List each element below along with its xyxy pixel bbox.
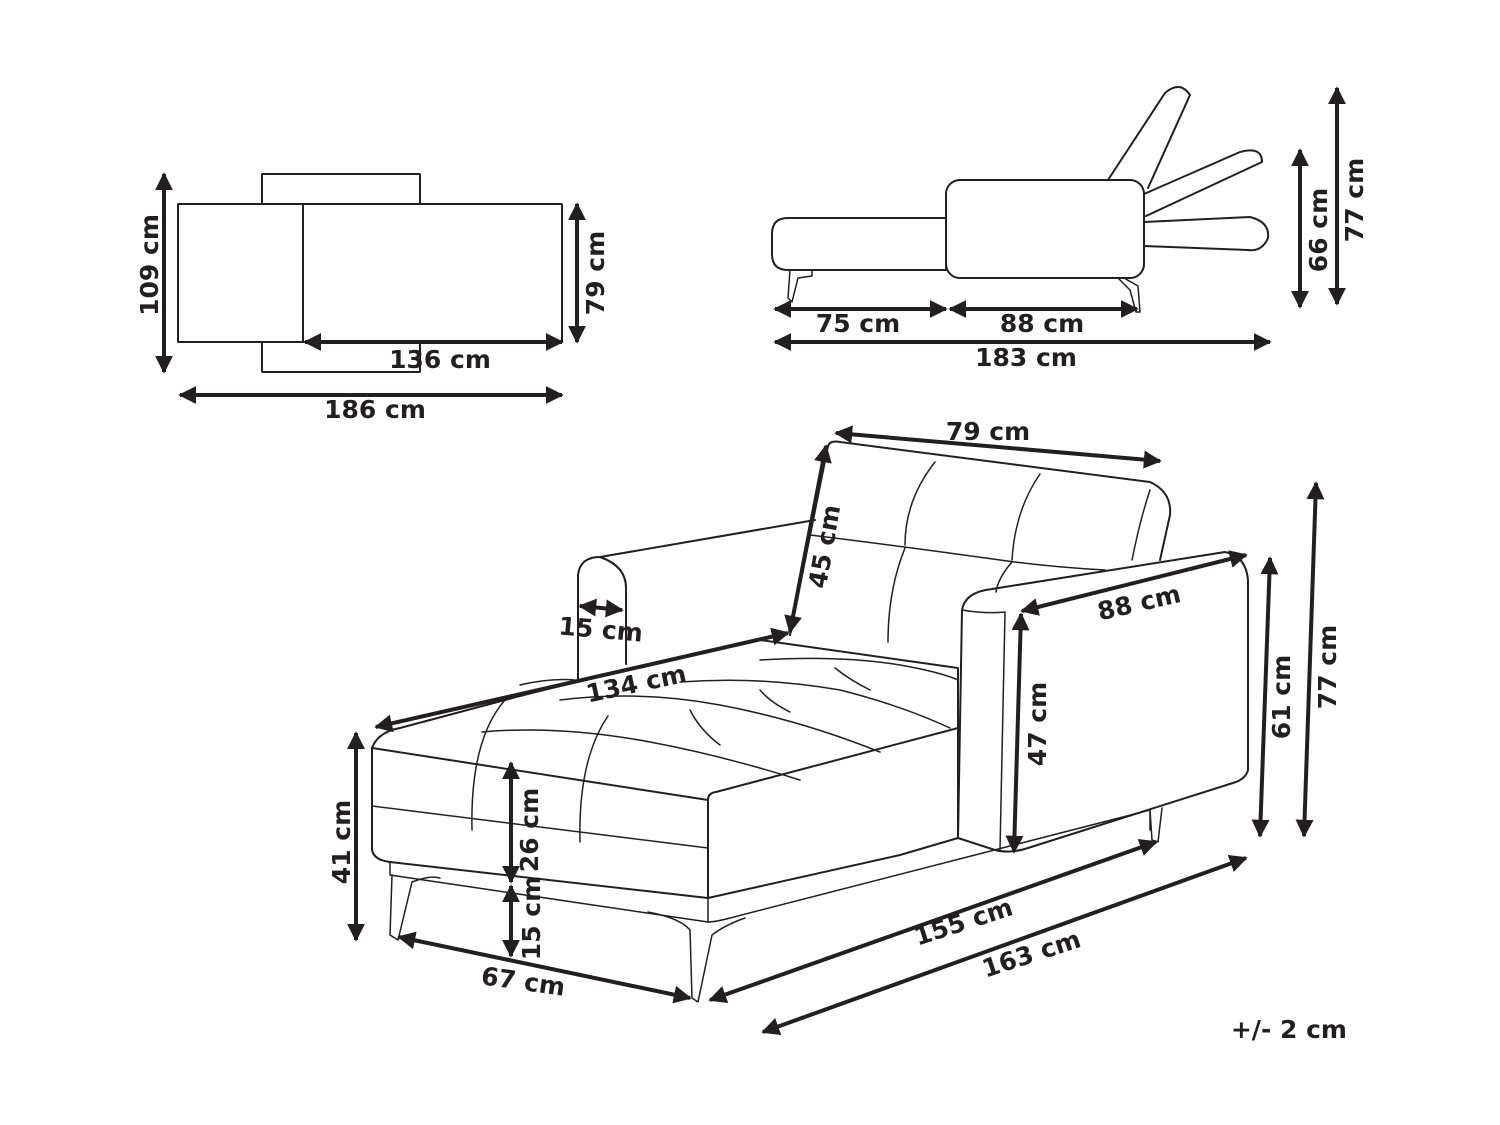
left-arm-front-inner <box>599 556 627 665</box>
cushion-height-label: 26 cm <box>515 788 544 872</box>
seat-length-arrow <box>374 627 790 733</box>
backrest-tuft-1 <box>904 461 936 546</box>
seat-tuft-d <box>759 689 791 713</box>
side-front-leg <box>787 269 813 303</box>
side-mid-height-label: 66 cm <box>1304 188 1333 272</box>
backrest-tuft-3 <box>887 547 906 643</box>
inner-length-label: 155 cm <box>911 892 1017 951</box>
top-view-footrest <box>261 341 421 373</box>
back-height-label: 45 cm <box>803 502 846 590</box>
total-height-label: 77 cm <box>1313 625 1342 709</box>
backrest-tuft-2 <box>1011 473 1041 561</box>
leg-back-right <box>1149 807 1163 843</box>
seat-height-label: 41 cm <box>327 800 356 884</box>
side-full-height-label: 77 cm <box>1340 158 1369 242</box>
arm-width-arrow <box>578 598 624 618</box>
arm-total-height-label: 61 cm <box>1267 655 1296 739</box>
total-length-arrow <box>761 855 1248 1035</box>
top-depth-label: 79 cm <box>581 231 610 315</box>
side-backrest-low <box>1143 216 1270 252</box>
side-left-label: 75 cm <box>816 309 900 338</box>
side-backrest-mid <box>1143 149 1263 217</box>
top-seat-length-label: 136 cm <box>389 345 491 374</box>
side-back-block <box>945 179 1145 279</box>
top-view: 109 cm 79 cm 136 cm 186 cm <box>135 172 610 424</box>
leg-front-left <box>389 874 441 941</box>
backrest-top <box>827 440 1172 561</box>
perspective-view: 79 cm 45 cm 15 cm 134 cm 88 cm 47 cm 61 … <box>327 417 1342 1035</box>
side-backrest-upright <box>1107 86 1191 189</box>
arm-height-arrow <box>1005 612 1030 854</box>
side-right-label: 88 cm <box>1000 309 1084 338</box>
seat-tuft-row-3 <box>679 679 951 729</box>
left-arm-top <box>577 519 816 576</box>
back-width-label: 79 cm <box>946 417 1030 446</box>
tolerance-label: +/- 2 cm <box>1231 1015 1347 1044</box>
width-arrow <box>397 931 692 1004</box>
arm-total-height-arrow <box>1251 556 1279 838</box>
arm-length-label: 88 cm <box>1095 579 1184 626</box>
seat-tuft-row-4 <box>759 657 959 681</box>
side-total-label: 183 cm <box>975 343 1077 372</box>
back-width-arrow <box>834 425 1162 469</box>
total-height-arrow <box>1295 481 1325 838</box>
arm-length-arrow <box>1020 550 1248 616</box>
backrest-seam <box>809 534 1106 571</box>
seat-front-seam <box>371 805 709 849</box>
top-total-length-label: 186 cm <box>324 395 426 424</box>
back-height-arrow <box>784 444 832 634</box>
seat-tuft-e <box>834 667 871 691</box>
top-height-label: 109 cm <box>135 214 164 316</box>
top-view-backrest <box>261 173 421 205</box>
side-view: 75 cm 88 cm 183 cm 66 cm 77 cm <box>771 86 1369 372</box>
arm-width-label: 15 cm <box>557 611 644 647</box>
leg-height-label: 15 cm <box>517 876 546 960</box>
seat-tuft-c <box>689 709 721 746</box>
side-seat <box>771 217 947 271</box>
top-view-body <box>177 203 563 343</box>
side-back-leg <box>1117 277 1141 313</box>
right-arm-front-face <box>961 609 1006 851</box>
leg-front-right <box>647 911 746 1003</box>
seat-tuft-a <box>471 699 506 831</box>
backrest-tuft-4 <box>995 561 1013 593</box>
backrest-side <box>1131 489 1151 561</box>
seat-base <box>389 809 1151 923</box>
arm-height-label: 47 cm <box>1023 682 1052 766</box>
seat-front-top-edge <box>371 747 709 801</box>
